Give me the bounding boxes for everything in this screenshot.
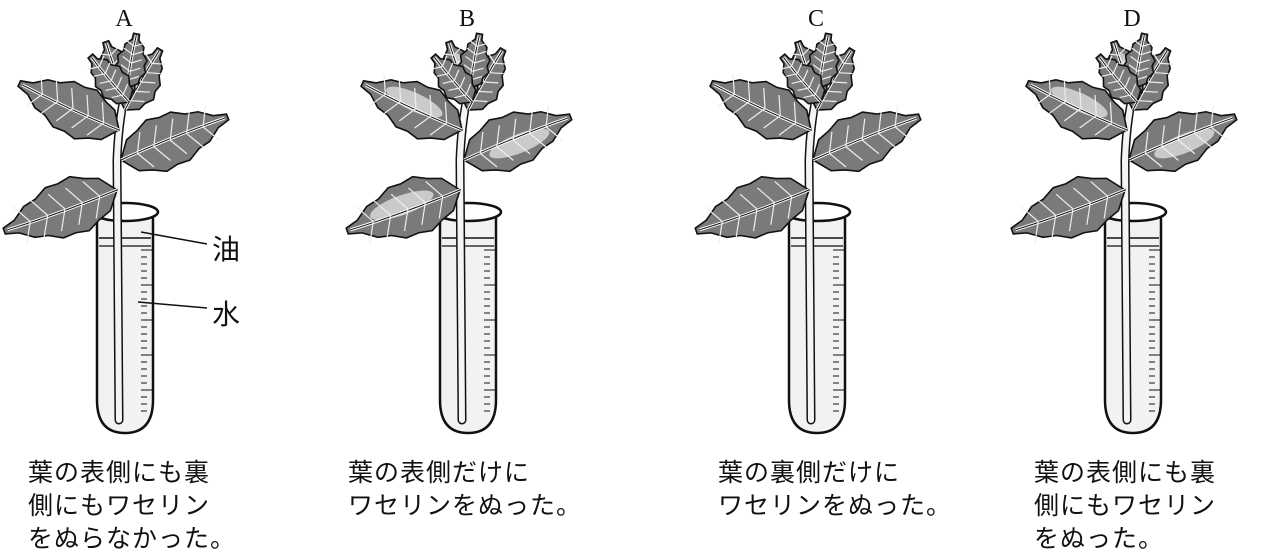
oil-label: 油 bbox=[212, 228, 240, 268]
panel-label-c: C bbox=[796, 6, 836, 33]
test-tube bbox=[92, 203, 158, 433]
plant-test-tube-b bbox=[338, 40, 598, 440]
panel-label-b: B bbox=[447, 6, 487, 33]
caption-c-line-2: ワセリンをぬった。 bbox=[718, 489, 952, 522]
test-tube bbox=[435, 203, 501, 433]
water-label: 水 bbox=[212, 293, 240, 333]
panel-label-d: D bbox=[1112, 6, 1152, 33]
caption-a-line-3: をぬらなかった。 bbox=[28, 522, 236, 555]
caption-a: 葉の表側にも裏 側にもワセリン をぬらなかった。 bbox=[28, 456, 236, 555]
caption-b: 葉の表側だけに ワセリンをぬった。 bbox=[348, 456, 582, 522]
caption-b-line-2: ワセリンをぬった。 bbox=[348, 489, 582, 522]
caption-c-line-1: 葉の裏側だけに bbox=[718, 456, 952, 489]
caption-a-line-1: 葉の表側にも裏 bbox=[28, 456, 236, 489]
caption-d-line-3: をぬった。 bbox=[1034, 522, 1216, 555]
test-tube bbox=[1100, 203, 1166, 433]
test-tube bbox=[784, 203, 850, 433]
panel-label-a: A bbox=[104, 6, 144, 33]
caption-a-line-2: 側にもワセリン bbox=[28, 489, 236, 522]
caption-d-line-1: 葉の表側にも裏 bbox=[1034, 456, 1216, 489]
caption-d-line-2: 側にもワセリン bbox=[1034, 489, 1216, 522]
caption-d: 葉の表側にも裏 側にもワセリン をぬった。 bbox=[1034, 456, 1216, 555]
plant-test-tube-d bbox=[1003, 40, 1263, 440]
caption-b-line-1: 葉の表側だけに bbox=[348, 456, 582, 489]
plant-test-tube-c bbox=[687, 40, 947, 440]
caption-c: 葉の裏側だけに ワセリンをぬった。 bbox=[718, 456, 952, 522]
